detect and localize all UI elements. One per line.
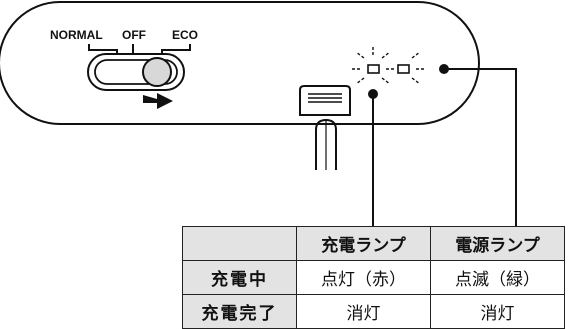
cell-charging-charge-lamp: 点灯（赤） <box>296 260 431 295</box>
lamp-status-table: 充電ランプ 電源ランプ 充電中 点灯（赤） 点滅（緑） 充電完了 消灯 消灯 <box>182 226 565 329</box>
charge-lamp <box>367 64 380 74</box>
switch-label-off: OFF <box>122 28 146 42</box>
power-lamp-pointer <box>439 64 449 74</box>
switch-label-normal: NORMAL <box>50 28 103 42</box>
table-row: 充電中 点灯（赤） 点滅（緑） <box>182 260 565 295</box>
slide-switch[interactable] <box>87 53 185 91</box>
row-header-charging: 充電中 <box>182 260 297 295</box>
device-diagram: NORMAL OFF ECO <box>0 0 517 226</box>
row-header-charged: 充電完了 <box>182 294 297 329</box>
switch-knob <box>142 57 172 87</box>
switch-label-eco: ECO <box>172 28 198 42</box>
lamp-light-rays <box>350 45 426 85</box>
cable-connector <box>299 85 351 170</box>
table-row: 充電完了 消灯 消灯 <box>182 294 565 329</box>
column-header-charge-lamp: 充電ランプ <box>296 226 431 261</box>
table-corner-cell <box>182 226 297 261</box>
leader-lines <box>372 68 517 226</box>
cell-charged-power-lamp: 消灯 <box>430 294 565 329</box>
charge-lamp-pointer <box>368 89 378 99</box>
power-lamp <box>397 64 410 74</box>
device-body <box>0 0 480 125</box>
arrow-right-icon <box>143 93 173 109</box>
cell-charging-power-lamp: 点滅（緑） <box>430 260 565 295</box>
cell-charged-charge-lamp: 消灯 <box>296 294 431 329</box>
column-header-power-lamp: 電源ランプ <box>430 226 565 261</box>
table-header-row: 充電ランプ 電源ランプ <box>182 226 565 261</box>
